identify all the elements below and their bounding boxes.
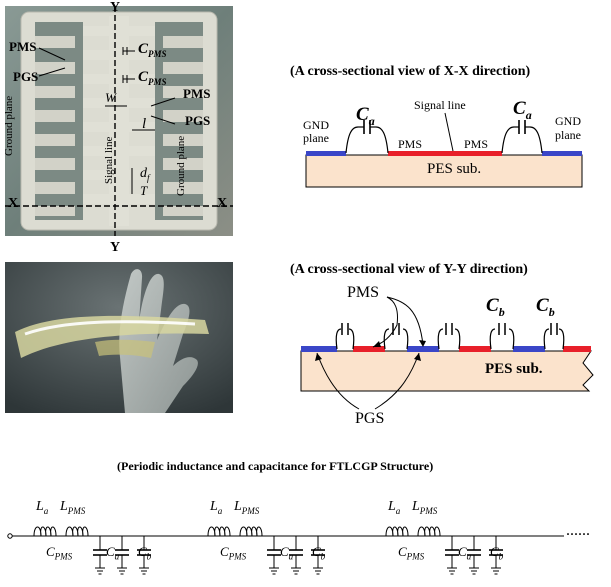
xx-section-title: (A cross-sectional view of X-X direction… bbox=[290, 64, 531, 79]
yy-substrate-label: PES sub. bbox=[485, 361, 543, 377]
chip-label-pms-right: PMS bbox=[183, 86, 211, 101]
flexible-film-photo bbox=[5, 262, 233, 413]
inductor-lpms-0 bbox=[65, 526, 89, 537]
label-cb-1: Cb bbox=[312, 544, 326, 562]
yy-cross-section bbox=[300, 296, 594, 410]
label-ca-0: Ca bbox=[106, 544, 120, 562]
label-cpms-2: CPMS bbox=[398, 544, 425, 562]
yy-cb-1: Cb bbox=[486, 295, 505, 319]
xx-signal-line-label: Signal line bbox=[414, 98, 466, 112]
label-lpms-0: LPMS bbox=[60, 499, 86, 516]
label-lpms-2: LPMS bbox=[412, 499, 438, 516]
label-ca-1: Ca bbox=[280, 544, 294, 562]
label-cpms-1: CPMS bbox=[220, 544, 247, 562]
chip-label-cpms-top: CPMS bbox=[138, 41, 167, 59]
xx-ca-right: Ca bbox=[513, 98, 532, 122]
axis-y-bottom: Y bbox=[110, 240, 121, 255]
inductor-lpms-2 bbox=[417, 526, 441, 537]
xx-gnd-right-1: GND bbox=[555, 114, 581, 128]
chip-label-ground-left: Ground plane bbox=[5, 95, 15, 156]
label-cb-0: Cb bbox=[138, 544, 152, 562]
yy-section-title: (A cross-sectional view of Y-Y direction… bbox=[290, 262, 528, 277]
label-la-0: La bbox=[36, 499, 49, 516]
chip-label-signal: Signal line bbox=[103, 136, 115, 184]
chip-label-df: df bbox=[140, 166, 150, 183]
axis-y-top: Y bbox=[110, 0, 121, 15]
chip-label-cpms-second: CPMS bbox=[138, 69, 167, 87]
axis-x-left: X bbox=[8, 196, 19, 211]
chip-label-pgs-right: PGS bbox=[185, 113, 211, 128]
circuit-schematic bbox=[7, 526, 564, 575]
yy-pgs-label: PGS bbox=[355, 410, 385, 427]
device-photo: PMS PGS CPMS CPMS PMS PGS W l df T Groun… bbox=[5, 6, 233, 236]
label-lpms-1: LPMS bbox=[234, 499, 260, 516]
chip-label-w: W bbox=[105, 90, 116, 105]
xx-cross-section bbox=[305, 112, 583, 188]
xx-gnd-right-2: plane bbox=[555, 128, 581, 142]
chip-label-ground-right: Ground plane bbox=[175, 135, 187, 196]
label-cpms-0: CPMS bbox=[46, 544, 73, 562]
label-la-2: La bbox=[388, 499, 401, 516]
xx-gnd-left-1: GND bbox=[303, 118, 329, 132]
xx-pms-1: PMS bbox=[398, 137, 423, 151]
chip-label-t: T bbox=[140, 183, 148, 198]
yy-cb-2: Cb bbox=[536, 295, 555, 319]
yy-pms-label: PMS bbox=[347, 284, 380, 301]
label-cb-2: Cb bbox=[490, 544, 504, 562]
inductor-la-1 bbox=[207, 526, 231, 537]
chip-label-pgs-left: PGS bbox=[13, 69, 39, 84]
xx-ca-left: Ca bbox=[356, 104, 375, 128]
chip-label-l: l bbox=[142, 116, 147, 132]
chip-label-pms-left: PMS bbox=[9, 39, 37, 54]
inductor-la-2 bbox=[385, 526, 409, 537]
xx-substrate-label: PES sub. bbox=[427, 161, 482, 177]
inductor-lpms-1 bbox=[239, 526, 263, 537]
xx-pms-2: PMS bbox=[464, 137, 489, 151]
circuit-title: (Periodic inductance and capacitance for… bbox=[117, 459, 434, 473]
label-ca-2: Ca bbox=[458, 544, 472, 562]
xx-gnd-left-2: plane bbox=[303, 131, 329, 145]
label-la-1: La bbox=[210, 499, 223, 516]
axis-x-right: X bbox=[217, 196, 228, 211]
inductor-la-0 bbox=[33, 526, 57, 537]
circuit-ellipsis: ...... bbox=[566, 522, 590, 539]
